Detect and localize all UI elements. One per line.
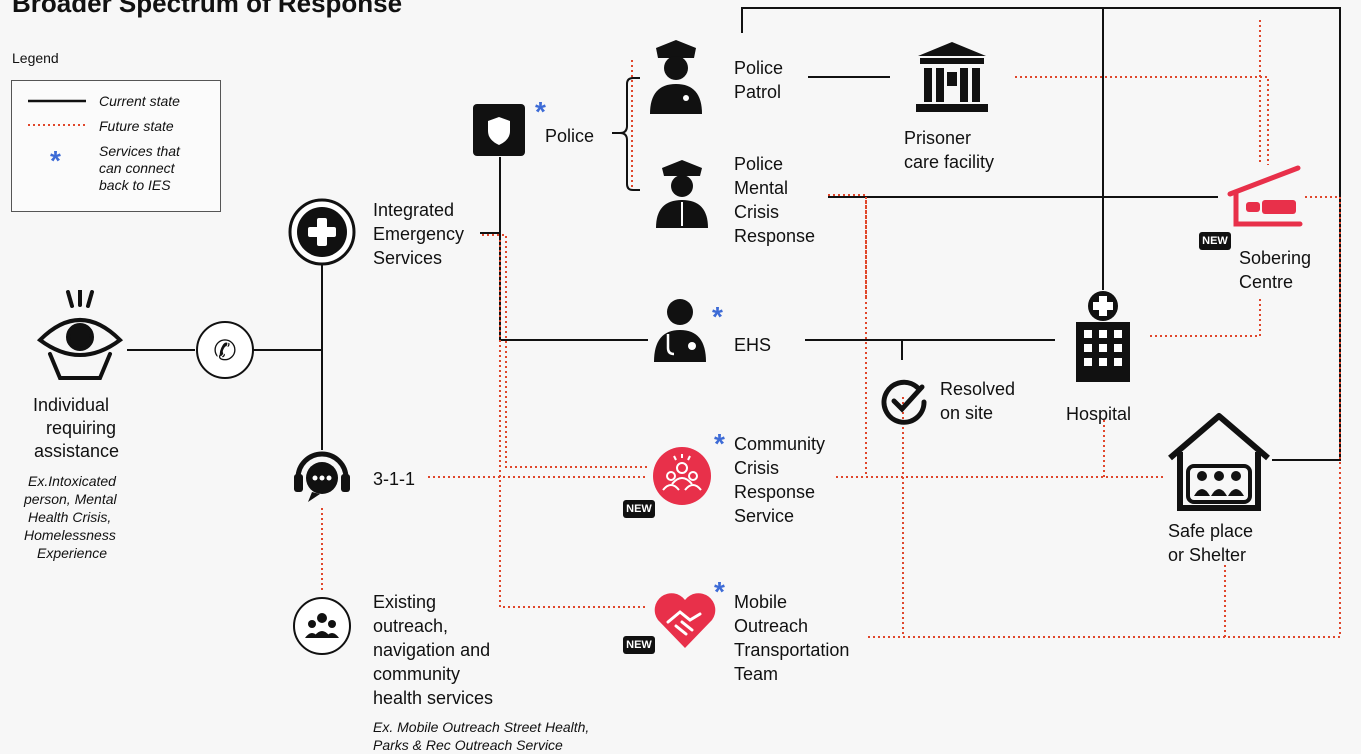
future-hospital-sobering bbox=[1150, 297, 1261, 337]
legend-future: Future state bbox=[99, 118, 174, 134]
resolved-label-2: on site bbox=[940, 403, 994, 423]
community-label-2: Crisis bbox=[734, 458, 779, 478]
existing-label-4: community bbox=[373, 664, 461, 684]
sobering-label-2: Centre bbox=[1239, 272, 1294, 292]
legend-asterisk-line2: can connect bbox=[99, 160, 175, 176]
existing-example-2: Parks & Rec Outreach Service bbox=[373, 737, 563, 753]
prisoner-label-1: Prisoner bbox=[904, 128, 972, 148]
mobile-new-badge: NEW bbox=[623, 636, 655, 654]
safe-label-1: Safe place bbox=[1168, 521, 1254, 541]
community-label-1: Community bbox=[734, 434, 826, 454]
future-prisoner-sobering bbox=[1015, 76, 1269, 165]
police-mental-label-2: Mental bbox=[734, 178, 789, 198]
individual-example-2: person, Mental bbox=[24, 491, 117, 507]
individual-example-4: Homelessness bbox=[24, 527, 116, 543]
mobile-label-1: Mobile bbox=[734, 592, 788, 612]
mobile-label-3: Transportation bbox=[734, 640, 850, 660]
page-title: Broader Spectrum of Response bbox=[12, 0, 403, 18]
heart-handshake-icon bbox=[654, 593, 716, 648]
community-label-3: Response bbox=[734, 482, 816, 502]
existing-label-2: outreach, bbox=[373, 616, 449, 636]
ies-label-3: Services bbox=[373, 248, 443, 268]
hospital-icon bbox=[1076, 291, 1130, 382]
police-officer-icon bbox=[650, 40, 702, 114]
police-mental-label-3: Crisis bbox=[734, 202, 779, 222]
community-asterisk: * bbox=[714, 428, 725, 459]
doctor-icon bbox=[654, 299, 706, 362]
police-asterisk: * bbox=[535, 96, 546, 127]
shelter-house-icon bbox=[1168, 413, 1270, 511]
legend-asterisk-icon: * bbox=[50, 145, 61, 176]
police-patrol-label-1: Police bbox=[734, 58, 784, 78]
ies-label-2: Emergency bbox=[373, 224, 465, 244]
individual-example-5: Experience bbox=[37, 545, 108, 561]
existing-example-1: Ex. Mobile Outreach Street Health, bbox=[373, 719, 590, 735]
checkmark-icon bbox=[881, 379, 927, 425]
ehs-label: EHS bbox=[734, 335, 772, 355]
ies-label-1: Integrated bbox=[373, 200, 455, 220]
legend-current: Current state bbox=[99, 93, 180, 109]
legend-line-samples bbox=[28, 99, 86, 126]
community-crisis-icon bbox=[653, 447, 711, 505]
individual-example-1: Ex.Intoxicated bbox=[28, 473, 116, 489]
legend-title: Legend bbox=[12, 50, 59, 66]
sobering-new-badge: NEW bbox=[1199, 232, 1231, 250]
prisoner-label-2: care facility bbox=[904, 152, 995, 172]
sobering-label-1: Sobering bbox=[1239, 248, 1312, 268]
future-mental-down bbox=[828, 194, 867, 477]
line-police-brace bbox=[612, 77, 640, 191]
ehs-asterisk: * bbox=[712, 301, 723, 332]
headset-chat-icon bbox=[294, 451, 350, 502]
community-label-4: Service bbox=[734, 506, 795, 526]
svg-text:✆: ✆ bbox=[213, 334, 236, 367]
resolved-label-1: Resolved bbox=[940, 379, 1016, 399]
individual-label-1: Individual bbox=[33, 395, 110, 415]
existing-label-1: Existing bbox=[373, 592, 437, 612]
mobile-asterisk: * bbox=[714, 576, 725, 607]
hospital-label: Hospital bbox=[1066, 404, 1132, 424]
legend: Current state Future state * Services th… bbox=[11, 80, 221, 212]
police-officer-mental-icon bbox=[656, 160, 708, 228]
group-people-icon bbox=[293, 597, 351, 655]
police-patrol-label-2: Patrol bbox=[734, 82, 782, 102]
police-mental-label-1: Police bbox=[734, 154, 784, 174]
individual-label-2: requiring bbox=[46, 418, 117, 438]
individual-example-3: Health Crisis, bbox=[28, 509, 112, 525]
phone-icon: ✆ bbox=[196, 321, 254, 379]
mobile-label-4: Team bbox=[734, 664, 779, 684]
police-shield-icon bbox=[473, 104, 525, 156]
legend-asterisk-line3: back to IES bbox=[99, 177, 171, 193]
existing-label-3: navigation and bbox=[373, 640, 491, 660]
future-ies-community bbox=[482, 234, 648, 468]
legend-asterisk-line1: Services that bbox=[99, 143, 180, 159]
three11-label: 3-1-1 bbox=[373, 469, 416, 489]
police-mental-label-4: Response bbox=[734, 226, 816, 246]
mobile-label-2: Outreach bbox=[734, 616, 809, 636]
safe-label-2: or Shelter bbox=[1168, 545, 1247, 565]
community-new-badge: NEW bbox=[623, 500, 655, 518]
individual-label-3: assistance bbox=[34, 441, 120, 461]
distressed-person-icon bbox=[36, 290, 124, 380]
line-top-loop bbox=[741, 7, 1104, 290]
medical-cross-icon bbox=[288, 198, 356, 266]
future-ies-mobile bbox=[499, 240, 648, 608]
police-label: Police bbox=[545, 126, 595, 146]
existing-label-5: health services bbox=[373, 688, 494, 708]
building-columns-icon bbox=[916, 42, 988, 112]
future-sobering-right bbox=[868, 196, 1341, 638]
sobering-bed-icon bbox=[1227, 165, 1303, 227]
